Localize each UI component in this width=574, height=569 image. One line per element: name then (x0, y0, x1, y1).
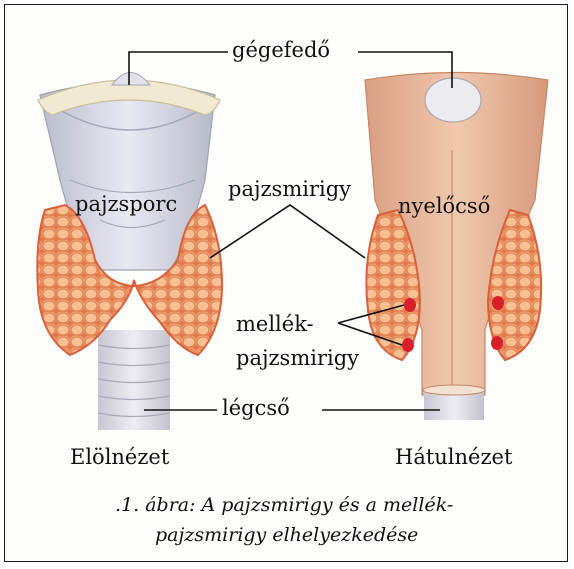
back-epiglottis (425, 78, 481, 122)
esophagus-label: nyelőcső (398, 194, 490, 218)
thyroid-gland-label: pajzsmirigy (228, 177, 351, 201)
trachea-label: légcső (222, 396, 290, 420)
parathyroid-gland (404, 298, 416, 312)
parathyroid-label-line2: pajzsmirigy (236, 346, 359, 370)
figure-caption-line2: pajzsmirigy elhelyezkedése (155, 524, 418, 546)
parathyroid-gland (402, 338, 414, 352)
front-view-label: Elölnézet (70, 445, 169, 469)
epiglottis-label: gégefedő (232, 38, 330, 62)
back-view-illustration (365, 73, 548, 421)
parathyroid-gland (492, 296, 504, 310)
figure-caption-line1: .1. ábra: A pajzsmirigy és a mellék- (115, 494, 453, 516)
parathyroid-label-line1: mellék- (236, 312, 314, 336)
thyroid-cartilage-label: pajzsporc (75, 192, 177, 216)
front-view-illustration (37, 73, 222, 431)
back-view-label: Hátulnézet (395, 445, 512, 469)
parathyroid-gland (491, 336, 503, 350)
